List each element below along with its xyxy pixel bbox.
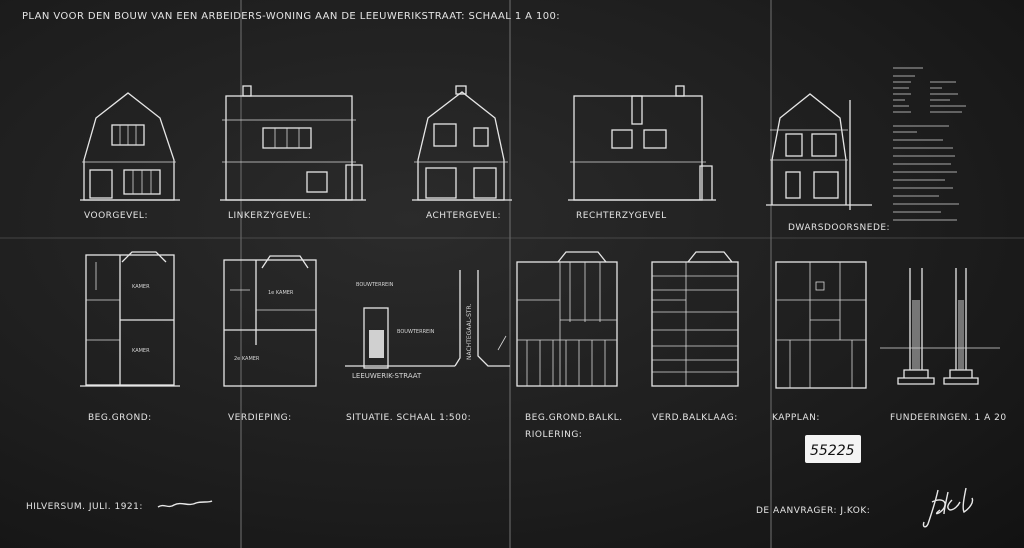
plan-label: KAPPLAN: — [772, 413, 820, 423]
ground-floor-plan: KAMER KAMER — [80, 251, 180, 387]
elevation-label: DWARSDOORSNEDE: — [788, 223, 890, 233]
room-label: 1e KAMER — [268, 290, 294, 296]
cross-section — [766, 93, 872, 210]
plan-label: SITUATIE. SCHAAL 1:500: — [346, 413, 471, 423]
upper-floor-joist-plan — [651, 251, 739, 387]
left-side-elevation — [220, 85, 366, 201]
plan-label: RIOLERING: — [525, 430, 582, 440]
plot-label: BOUWTERREIN — [356, 282, 394, 288]
rear-elevation — [412, 85, 512, 201]
architect-signature — [157, 500, 213, 508]
plot-label: BOUWTERREIN — [397, 329, 435, 335]
site-plan: BOUWTERREIN BOUWTERREIN LEEUWERIK-STRAAT… — [345, 270, 510, 380]
place-date: HILVERSUM. JULI. 1921: — [26, 502, 143, 512]
archive-number: 55225 — [810, 443, 855, 459]
elevation-label: RECHTERZYGEVEL — [576, 211, 667, 221]
roof-plan — [775, 261, 867, 389]
street-label: LEEUWERIK-STRAAT — [352, 372, 422, 380]
elevation-label: VOORGEVEL: — [84, 211, 148, 221]
applicant-label: DE AANVRAGER: J.KOK: — [756, 506, 870, 516]
drawing-title: PLAN VOOR DEN BOUW VAN EEN ARBEIDERS-WON… — [22, 11, 560, 22]
room-label: KAMER — [132, 348, 150, 354]
ground-floor-joist-plan — [516, 251, 618, 387]
front-elevation — [80, 92, 180, 201]
archive-stamp: 55225 — [805, 435, 861, 463]
plan-label: BEG.GROND: — [88, 413, 152, 423]
plan-label: FUNDEERINGEN. 1 A 20 — [890, 413, 1007, 423]
room-label: KAMER — [132, 284, 150, 290]
street-label: NACHTEGAAL-STR. — [466, 303, 473, 360]
plan-label: BEG.GROND.BALKL. — [525, 413, 623, 423]
foundation-details — [880, 268, 1000, 385]
specification-notes — [893, 67, 966, 221]
right-side-elevation — [568, 85, 716, 201]
plan-label: VERD.BALKLAAG: — [652, 413, 738, 423]
room-label: 2e KAMER — [234, 356, 260, 362]
upper-floor-plan: 1e KAMER 2e KAMER — [223, 255, 317, 387]
elevation-label: ACHTERGEVEL: — [426, 211, 501, 221]
elevation-label: LINKERZYGEVEL: — [228, 211, 311, 221]
plan-label: VERDIEPING: — [228, 413, 292, 423]
applicant-signature — [922, 487, 974, 528]
